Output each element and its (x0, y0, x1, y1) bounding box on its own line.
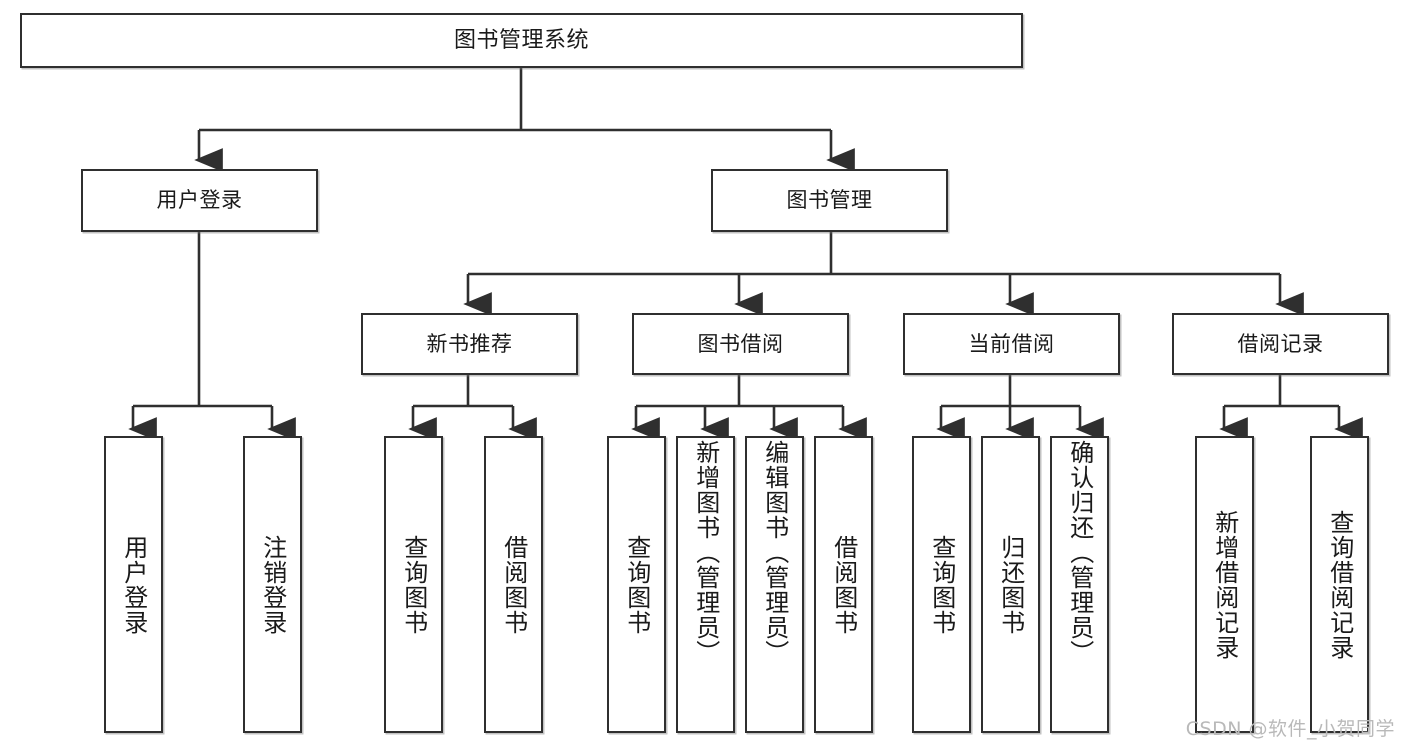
node-user-login[interactable]: 用户登录 (81, 169, 318, 232)
node-label: 确认归还（管理员） (1065, 440, 1094, 665)
leaf-query-book-current[interactable]: 查询图书 (912, 436, 971, 733)
leaf-return-book[interactable]: 归还图书 (981, 436, 1040, 733)
node-label: 新增图书（管理员） (691, 440, 720, 665)
node-label: 新增借阅记录 (1210, 509, 1239, 660)
leaf-query-borrow-record[interactable]: 查询借阅记录 (1310, 436, 1369, 733)
node-label: 当前借阅 (968, 331, 1055, 356)
node-label: 查询图书 (622, 534, 651, 635)
node-label: 新书推荐 (426, 331, 513, 356)
leaf-user-login[interactable]: 用户登录 (104, 436, 163, 733)
node-book-borrow[interactable]: 图书借阅 (632, 313, 849, 375)
node-label: 归还图书 (996, 534, 1025, 635)
leaf-confirm-return-admin[interactable]: 确认归还（管理员） (1050, 436, 1109, 733)
node-label: 查询图书 (399, 534, 428, 635)
node-label: 查询图书 (927, 534, 956, 635)
leaf-query-book-borrow[interactable]: 查询图书 (607, 436, 666, 733)
leaf-borrow-book[interactable]: 借阅图书 (814, 436, 873, 733)
leaf-edit-book-admin[interactable]: 编辑图书（管理员） (745, 436, 804, 733)
node-borrow-record[interactable]: 借阅记录 (1172, 313, 1389, 375)
node-label: 借阅记录 (1237, 331, 1324, 356)
node-label: 借阅图书 (499, 534, 528, 635)
node-label: 图书管理系统 (453, 27, 589, 53)
node-label: 用户登录 (156, 188, 243, 213)
node-label: 查询借阅记录 (1325, 509, 1354, 660)
leaf-add-book-admin[interactable]: 新增图书（管理员） (676, 436, 735, 733)
node-current-borrow[interactable]: 当前借阅 (903, 313, 1120, 375)
leaf-query-book-recommend[interactable]: 查询图书 (384, 436, 443, 733)
node-book-management[interactable]: 图书管理 (711, 169, 948, 232)
csdn-watermark: CSDN @软件_小贺同学 (1185, 718, 1395, 740)
node-new-book-recommend[interactable]: 新书推荐 (361, 313, 578, 375)
node-label: 借阅图书 (829, 534, 858, 635)
leaf-logout-login[interactable]: 注销登录 (243, 436, 302, 733)
node-label: 注销登录 (258, 534, 287, 635)
node-root-book-management-system[interactable]: 图书管理系统 (20, 13, 1023, 68)
leaf-borrow-book-recommend[interactable]: 借阅图书 (484, 436, 543, 733)
node-label: 图书借阅 (697, 331, 784, 356)
node-label: 图书管理 (786, 188, 873, 213)
leaf-add-borrow-record[interactable]: 新增借阅记录 (1195, 436, 1254, 733)
node-label: 编辑图书（管理员） (760, 440, 789, 665)
node-label: 用户登录 (119, 534, 148, 635)
